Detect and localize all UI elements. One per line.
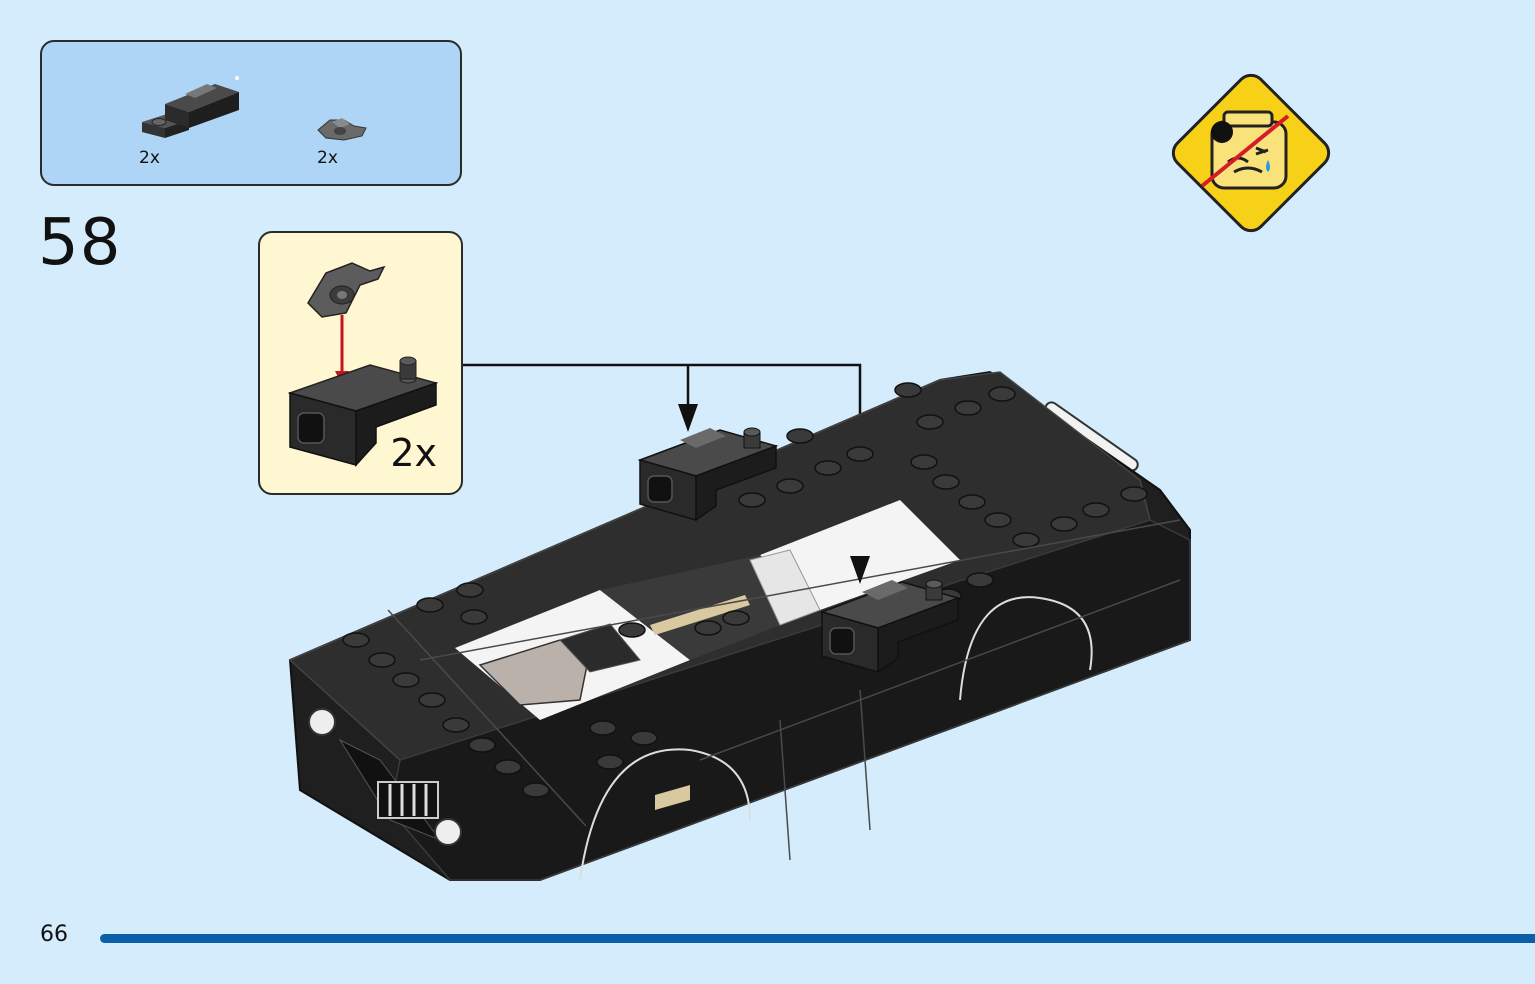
subassembly-illustration <box>287 262 439 467</box>
placement-arrow <box>678 404 698 432</box>
part-quantity: 2x <box>139 148 160 168</box>
subassembly-callout: 2x <box>258 231 463 495</box>
page-number: 66 <box>40 922 68 947</box>
placement-arrow <box>850 556 870 584</box>
placed-clip-bracket-lower <box>819 579 961 674</box>
part-quantity: 2x <box>317 148 338 168</box>
placed-clip-bracket-upper <box>637 427 779 522</box>
step-number: 58 <box>38 206 122 280</box>
parts-list-box: 2x 2x <box>40 40 462 186</box>
black-clip-bracket-icon <box>287 356 439 467</box>
page-progress-bar <box>100 934 1535 943</box>
dark-grey-clip-icon <box>307 262 386 318</box>
no-small-parts-choking-warning-icon <box>1171 73 1331 233</box>
black-clip-bracket-icon <box>142 76 239 138</box>
dark-grey-clip-icon <box>317 118 367 141</box>
callout-quantity: 2x <box>390 431 437 475</box>
